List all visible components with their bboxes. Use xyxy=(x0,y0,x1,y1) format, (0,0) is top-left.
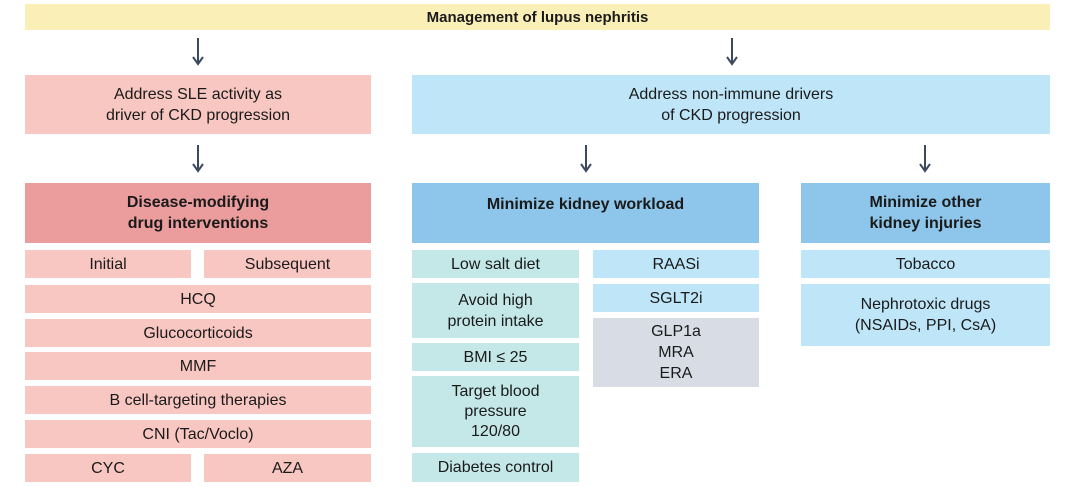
injury-item: Tobacco xyxy=(801,250,1050,278)
workload-drug-item: SGLT2i xyxy=(593,284,759,312)
injury-item: Nephrotoxic drugs (NSAIDs, PPI, CsA) xyxy=(801,284,1050,346)
drug-item: MMF xyxy=(25,352,371,380)
workload-drug-item: GLP1a MRA ERA xyxy=(593,318,759,387)
diagram-title: Management of lupus nephritis xyxy=(25,4,1050,30)
workload-item: Target blood pressure 120/80 xyxy=(412,376,579,447)
drug-item: B cell-targeting therapies xyxy=(25,386,371,414)
kidney-workload-box: Minimize kidney workload xyxy=(412,183,759,243)
drug-item-aza: AZA xyxy=(204,454,371,482)
arrow-down-icon xyxy=(725,38,739,68)
workload-item: Diabetes control xyxy=(412,453,579,482)
sle-activity-box: Address SLE activity as driver of CKD pr… xyxy=(25,75,371,134)
workload-drug-item: RAASi xyxy=(593,250,759,278)
arrow-down-icon xyxy=(191,38,205,68)
initial-label: Initial xyxy=(25,250,191,278)
arrow-down-icon xyxy=(579,145,593,175)
drug-item: HCQ xyxy=(25,285,371,313)
drug-item: Glucocorticoids xyxy=(25,319,371,347)
workload-item: BMI ≤ 25 xyxy=(412,343,579,371)
kidney-injuries-box: Minimize other kidney injuries xyxy=(801,183,1050,243)
subsequent-label: Subsequent xyxy=(204,250,371,278)
workload-item: Avoid high protein intake xyxy=(412,283,579,338)
workload-item: Low salt diet xyxy=(412,250,579,278)
disease-modifying-box: Disease-modifying drug interventions xyxy=(25,183,371,243)
drug-item: CNI (Tac/Voclo) xyxy=(25,420,371,448)
non-immune-drivers-box: Address non-immune drivers of CKD progre… xyxy=(412,75,1050,134)
drug-item-cyc: CYC xyxy=(25,454,191,482)
arrow-down-icon xyxy=(191,145,205,175)
arrow-down-icon xyxy=(918,145,932,175)
